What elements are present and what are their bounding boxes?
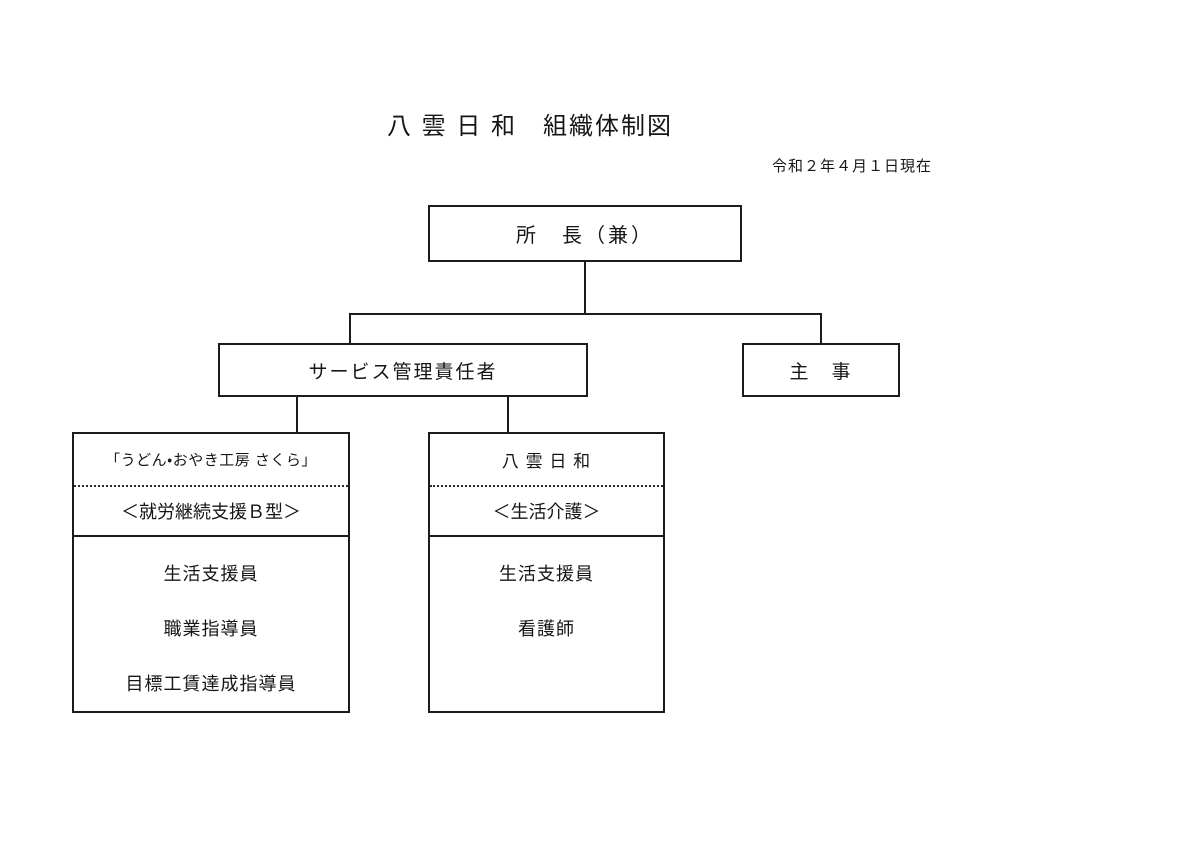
service-manager-label: サービス管理責任者	[308, 361, 498, 383]
connector-to-chief	[820, 313, 822, 344]
chief-label: 主 事	[789, 361, 853, 383]
left-group-box: 「うどん・おやき工房 さくら」 ＜就労継続支援Ｂ型＞ 生活支援員 職業指導員 目…	[72, 432, 350, 713]
right-group-service-type: ＜生活介護＞	[430, 487, 663, 537]
left-group-service-type: ＜就労継続支援Ｂ型＞	[74, 487, 348, 537]
director-box: 所 長（兼）	[428, 205, 742, 262]
staff-item: 生活支援員	[163, 563, 259, 584]
connector-level2-horizontal	[349, 313, 822, 315]
right-group-box: 八 雲 日 和 ＜生活介護＞ 生活支援員 看護師	[428, 432, 665, 713]
director-label: 所 長（兼）	[516, 225, 654, 247]
staff-item: 目標工賃達成指導員	[125, 673, 297, 694]
right-group-name: 八 雲 日 和	[430, 434, 663, 487]
chief-box: 主 事	[742, 343, 900, 397]
staff-item	[430, 655, 663, 710]
connector-director-down	[584, 262, 586, 315]
page-title: 八 雲 日 和 組織体制図	[386, 113, 673, 140]
staff-item: 看護師	[518, 618, 575, 639]
staff-item: 生活支援員	[499, 563, 594, 584]
connector-to-right-group	[507, 397, 509, 433]
service-manager-box: サービス管理責任者	[218, 343, 588, 397]
connector-to-left-group	[296, 397, 298, 433]
connector-to-service-manager	[349, 313, 351, 344]
staff-item: 職業指導員	[163, 618, 259, 639]
date-note: 令和２年４月１日現在	[772, 158, 933, 175]
right-group-staff-list: 生活支援員 看護師	[430, 537, 663, 710]
left-group-staff-list: 生活支援員 職業指導員 目標工賃達成指導員	[74, 537, 348, 710]
left-group-name: 「うどん・おやき工房 さくら」	[74, 434, 348, 487]
